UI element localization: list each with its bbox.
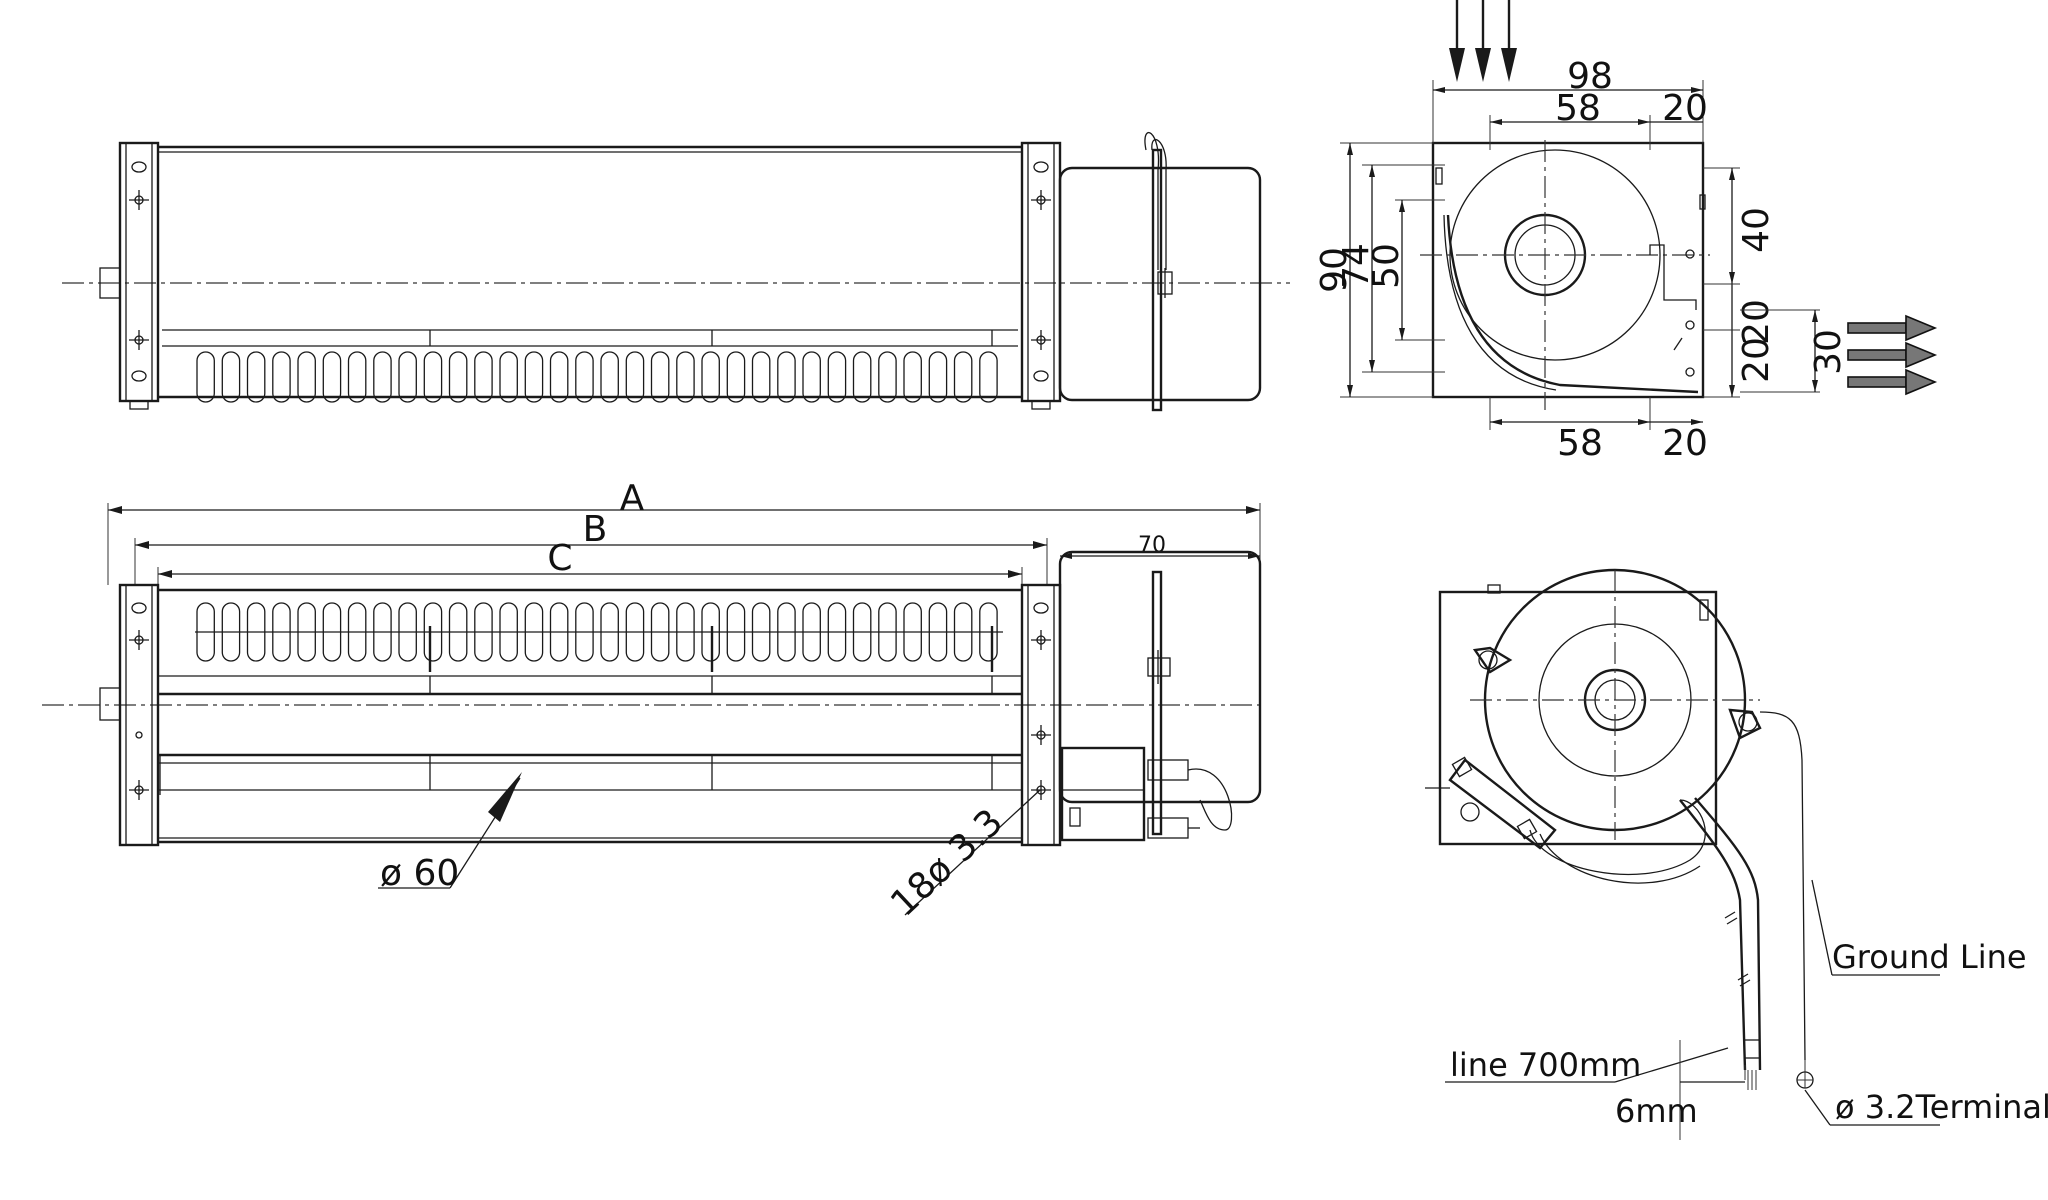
louver-slot	[297, 351, 316, 403]
louver-slot	[423, 351, 443, 403]
top-view	[62, 131, 1290, 412]
louver-slot	[979, 351, 998, 403]
louver-slot	[650, 351, 670, 403]
louver-slot	[575, 351, 594, 403]
louver-slot	[878, 351, 897, 403]
louver-slot	[322, 351, 342, 403]
louver-slot	[953, 351, 973, 403]
outlet-arrows	[1847, 314, 1938, 396]
louver-slot	[903, 351, 922, 403]
louver-slot	[398, 351, 417, 403]
front-view: A B C 70	[42, 478, 1265, 925]
louver-slot	[347, 351, 367, 403]
louver-slot	[852, 351, 872, 403]
louver-slot	[272, 351, 291, 403]
side-view: 98 58 20 90 74 50 4	[1314, 0, 1938, 464]
louver-slot	[474, 351, 493, 403]
louver-slot	[827, 351, 847, 403]
motor-end-view: Ground Line line 700mm 6mm ø 3.2Terminal	[1425, 568, 2048, 1140]
dim-right-20a: 20	[1736, 299, 1777, 345]
louver-slot	[751, 351, 771, 403]
louver-slot	[600, 351, 619, 403]
dim-top-58: 58	[1555, 88, 1601, 129]
louver-slots-front	[195, 602, 1003, 662]
dim-top-20: 20	[1662, 88, 1708, 129]
louver-slot	[701, 351, 720, 403]
dim-holes-3-3: 18ø 3.3	[883, 801, 1011, 924]
louver-slot	[246, 351, 266, 403]
label-strip-6mm: 6mm	[1615, 1092, 1698, 1130]
louver-slot	[777, 351, 796, 403]
louver-slot	[221, 351, 241, 403]
louver-slot	[802, 351, 821, 403]
label-line-700mm: line 700mm	[1450, 1046, 1641, 1084]
dim-right-20b: 20	[1736, 337, 1777, 383]
louver-slot	[448, 351, 468, 403]
louver-slot	[499, 351, 518, 403]
louver-slot	[373, 351, 392, 403]
dim-right-40: 40	[1736, 207, 1777, 253]
dim-bottom-20: 20	[1662, 423, 1708, 464]
label-ground-line: Ground Line	[1832, 938, 2027, 976]
dim-C: C	[547, 538, 572, 579]
inlet-arrows	[1449, 0, 1517, 82]
dim-height-50: 50	[1366, 243, 1407, 289]
louver-slot	[625, 351, 645, 403]
dim-diameter-60: ø 60	[380, 853, 459, 894]
label-terminal: ø 3.2Terminal	[1835, 1088, 2048, 1126]
louver-slot	[928, 351, 948, 403]
louver-slot	[196, 351, 215, 403]
louver-slot	[676, 351, 695, 403]
dim-height-90: 90	[1314, 247, 1355, 293]
dim-motor-length: 70	[1138, 533, 1166, 558]
dim-A: A	[620, 478, 645, 519]
dim-height-74: 74	[1336, 243, 1377, 289]
louver-slots	[196, 351, 998, 403]
dim-width-98: 98	[1567, 56, 1613, 97]
dim-bottom-58: 58	[1557, 423, 1603, 464]
dim-B: B	[583, 509, 608, 550]
dim-right-30: 30	[1808, 329, 1849, 375]
louver-slot	[726, 351, 746, 403]
louver-slot	[549, 351, 569, 403]
louver-slot	[524, 351, 544, 403]
